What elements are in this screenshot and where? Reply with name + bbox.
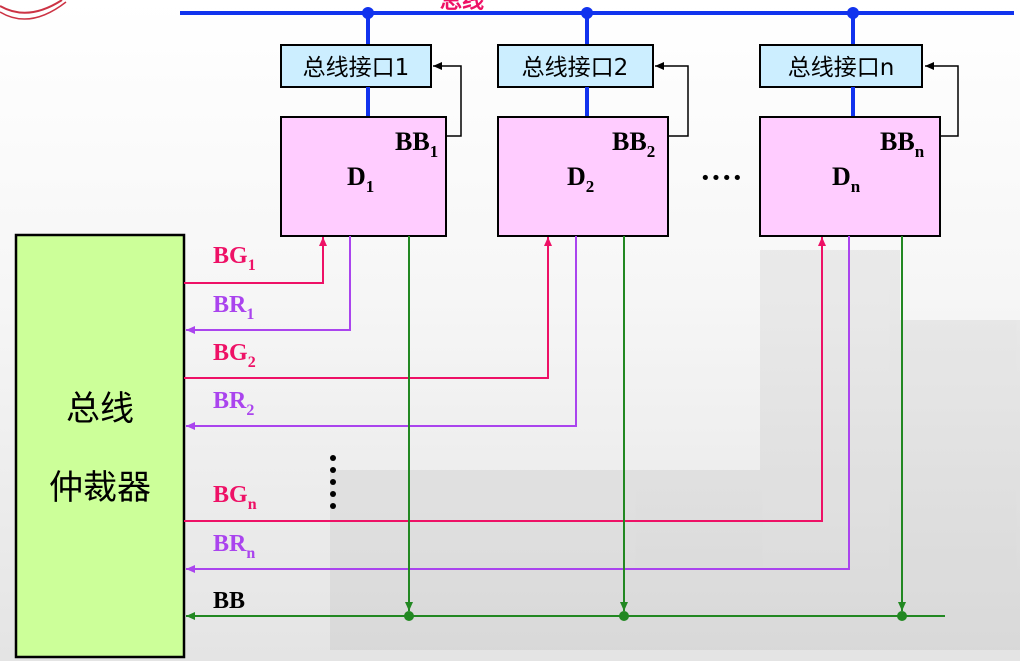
device-2-box <box>497 116 669 237</box>
bus-interface-2-label: 总线接口2 <box>522 55 629 81</box>
bus-label: 总线 <box>440 0 484 14</box>
bus-interface-1-box <box>280 44 432 88</box>
signal-br2-label: BR2 <box>213 388 254 419</box>
device-2-bb-feedback-arrow <box>655 62 689 137</box>
br1-line <box>186 236 351 334</box>
br2-line <box>186 236 577 430</box>
bus-arbiter-label-line2: 仲裁器 <box>49 468 151 508</box>
bgn-line <box>184 237 826 522</box>
brn-line <box>186 236 850 573</box>
bus-arbiter-label-line1: 总线 <box>66 389 134 429</box>
background-building <box>330 250 1020 650</box>
bb-junction-n <box>897 611 907 621</box>
signal-br1-label: BR1 <box>213 292 254 323</box>
university-seal <box>0 0 67 20</box>
bus-interface-2-box <box>497 44 654 88</box>
signal-ellipsis <box>330 455 336 509</box>
signal-brn-label: BRn <box>213 531 255 562</box>
bus-interface-n-label: 总线接口n <box>788 55 895 81</box>
device-1-bb-feedback-arrow <box>433 62 462 137</box>
bb-junction-1 <box>404 611 414 621</box>
device-2: 总线接口2 BB2 D2 <box>497 7 689 237</box>
bg2-line <box>184 237 552 379</box>
device-n-bb-label: BBn <box>880 127 925 161</box>
signal-bg1-label: BG1 <box>213 243 256 274</box>
device-1-box <box>280 116 447 237</box>
device-n: 总线接口n BBn Dn <box>759 7 959 237</box>
bus-interface-1-label: 总线接口1 <box>303 55 410 81</box>
signal-bg2-label: BG2 <box>213 340 256 371</box>
device-ellipsis: ···· <box>700 159 743 195</box>
bus-interface-n-box <box>759 44 923 88</box>
device-2-name: D2 <box>567 162 594 196</box>
bus-arbiter-box <box>14 233 186 659</box>
device-1-name: D1 <box>347 162 374 196</box>
bb-line-label: BB <box>213 588 245 614</box>
device-n-bb-feedback-arrow <box>925 62 959 137</box>
device-n-name: Dn <box>832 162 861 196</box>
device-1: 总线接口1 BB1 D1 <box>280 7 462 237</box>
bb-junction-2 <box>619 611 629 621</box>
device-1-bb-label: BB1 <box>395 127 438 161</box>
bus-arbiter: 总线 仲裁器 <box>14 233 186 659</box>
device-2-bb-label: BB2 <box>612 127 655 161</box>
signal-bgn-label: BGn <box>213 482 257 513</box>
bg1-line <box>184 237 327 284</box>
